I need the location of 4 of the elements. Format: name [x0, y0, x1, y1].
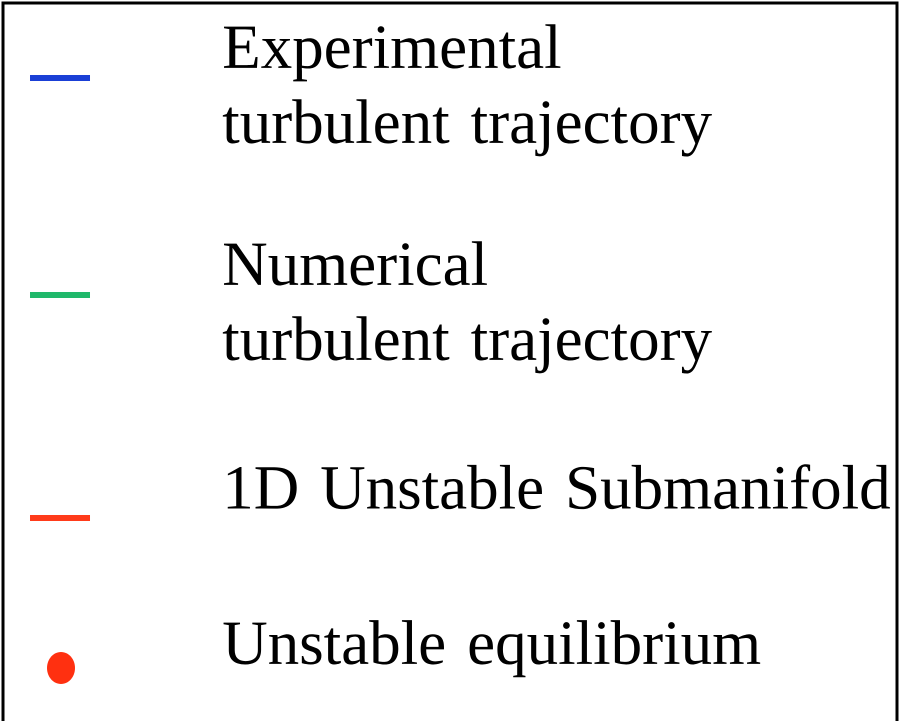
legend-text: 1D Unstable Submanifold	[228, 464, 890, 510]
legend-text: Unstable equilibrium	[224, 620, 760, 678]
legend-text: Numerical turbulent trajectory	[222, 241, 712, 374]
legend-text: Experimental turbulent trajectory	[222, 24, 712, 156]
